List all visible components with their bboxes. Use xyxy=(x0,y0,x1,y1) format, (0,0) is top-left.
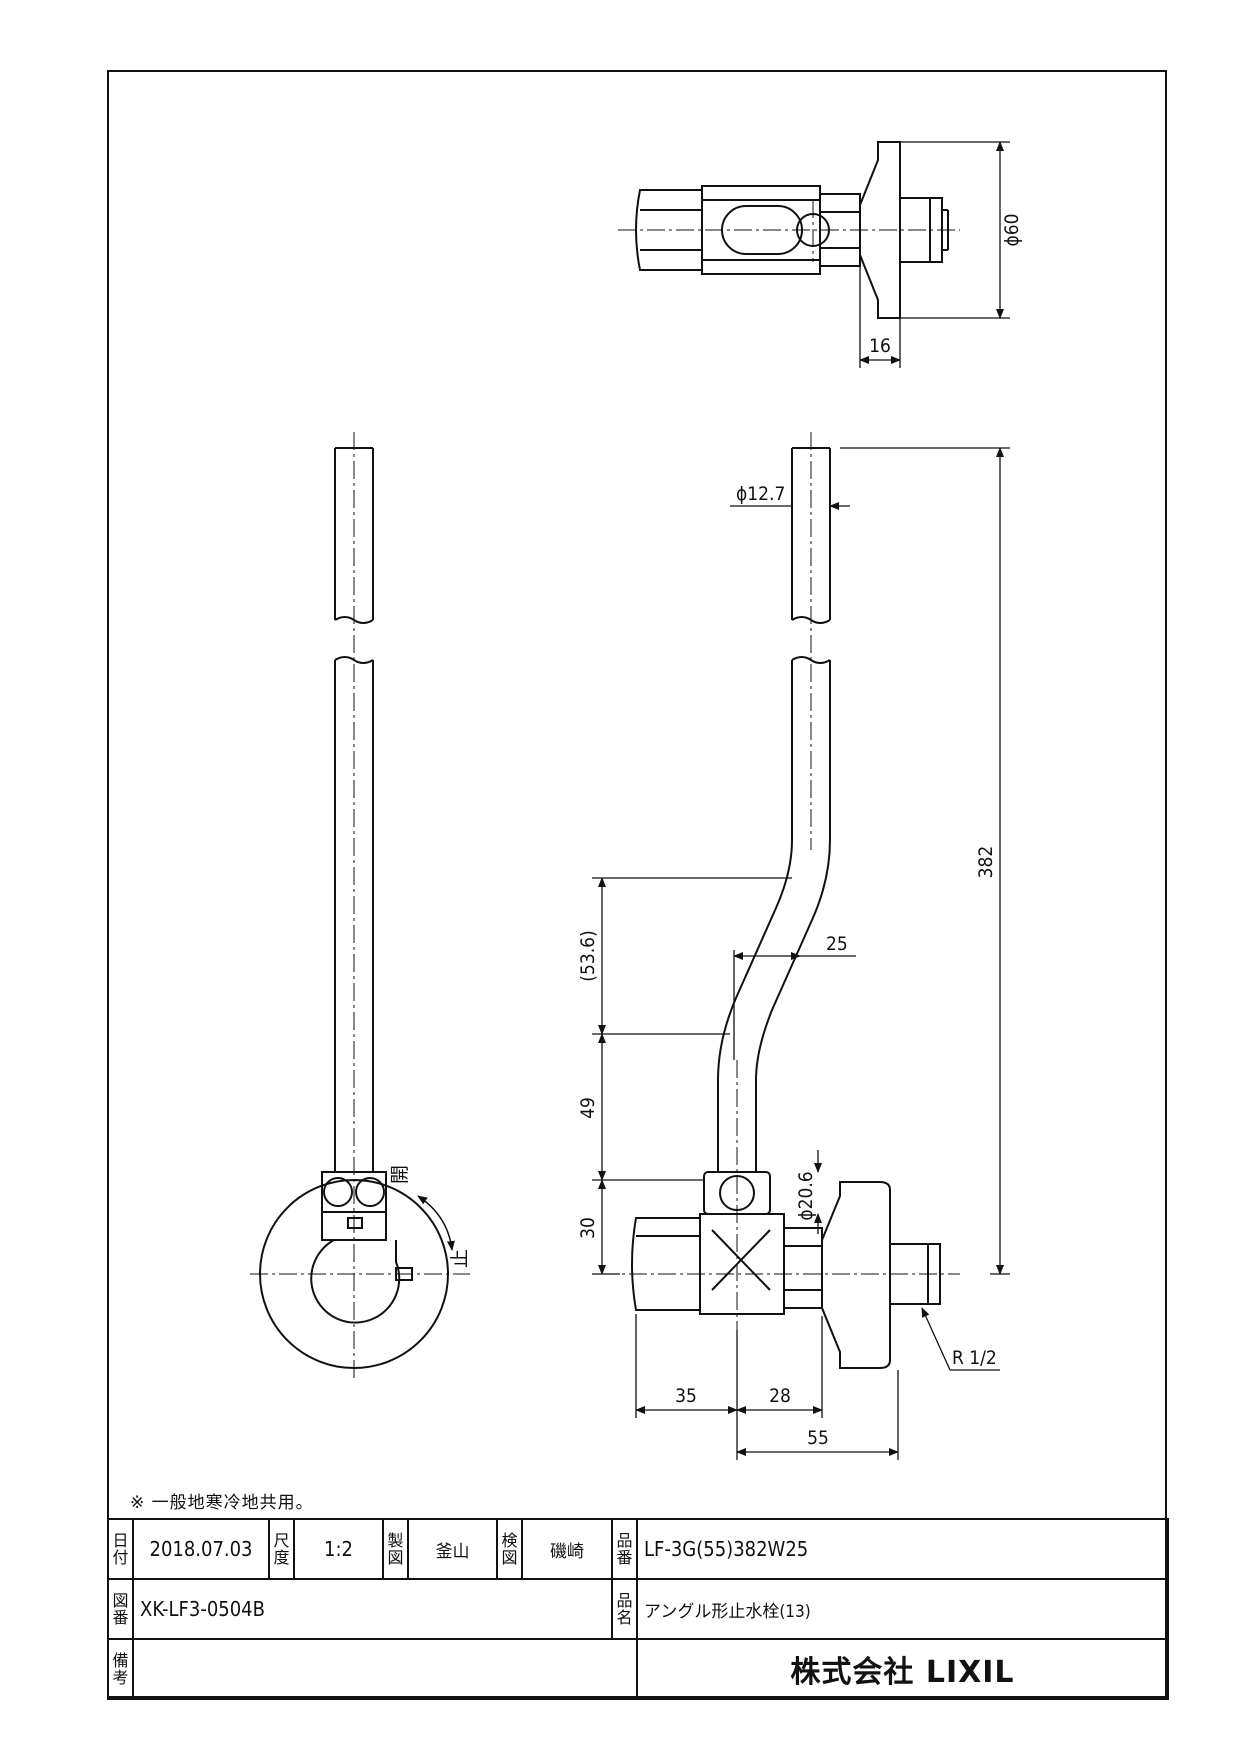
thread-spec-dim: R 1/2 xyxy=(952,1347,997,1369)
outlet-length-dim: 28 xyxy=(769,1385,791,1407)
open-label: 開 xyxy=(389,1165,411,1184)
title-block: 日付 2018.07.03 尺度 1:2 製図 釜山 検図 磯崎 品番 LF-3… xyxy=(107,1518,1169,1700)
pipe-diameter-dim: ϕ12.7 xyxy=(736,483,785,505)
drawn-label: 製図 xyxy=(382,1518,409,1580)
checked-label: 検図 xyxy=(496,1518,523,1580)
pipe-offset-dim: 25 xyxy=(826,933,848,955)
side-view-centerlines xyxy=(250,432,470,1380)
product-name: アングル形止水栓(13) xyxy=(636,1578,1169,1640)
close-label: 止 xyxy=(449,1249,471,1268)
upper-rise-dim: (53.6) xyxy=(577,930,599,981)
top-view-centerlines xyxy=(618,200,960,262)
drawing-no-label: 図番 xyxy=(107,1578,134,1640)
flange-diameter-dim: ϕ60 xyxy=(1001,213,1023,246)
flange-offset-dim: 16 xyxy=(869,335,891,357)
checked-by: 磯崎 xyxy=(521,1518,613,1580)
remarks-label: 備考 xyxy=(107,1638,134,1700)
product-no-label: 品番 xyxy=(611,1518,638,1580)
general-note: ※ 一般地寒冷地共用。 xyxy=(130,1493,314,1513)
front-view-centerlines xyxy=(600,432,960,1330)
product-name-label: 品名 xyxy=(611,1578,638,1640)
overall-length-dim: 55 xyxy=(807,1427,829,1449)
drawn-by: 釜山 xyxy=(407,1518,498,1580)
remarks xyxy=(132,1638,638,1700)
nut-diameter-dim: ϕ20.6 xyxy=(795,1171,817,1220)
lower-rise-dim: 49 xyxy=(577,1097,599,1119)
drawing-no: XK-LF3-0504B xyxy=(132,1578,613,1640)
date-label: 日付 xyxy=(107,1518,134,1580)
date-value: 2018.07.03 xyxy=(132,1518,270,1580)
front-view-dimensions xyxy=(592,447,1010,1460)
company-name: 株式会社 LIXIL xyxy=(636,1638,1169,1700)
total-height-dim: 382 xyxy=(975,846,997,879)
scale-label: 尺度 xyxy=(268,1518,295,1580)
product-no: LF-3G(55)382W25 xyxy=(636,1518,1169,1580)
rotation-arrow xyxy=(417,1195,455,1251)
body-width-dim: 35 xyxy=(675,1385,697,1407)
side-view xyxy=(259,447,449,1369)
front-view xyxy=(631,447,941,1369)
valve-height-dim: 30 xyxy=(577,1217,599,1239)
top-view-dimensions xyxy=(859,141,1010,368)
scale-value: 1:2 xyxy=(293,1518,384,1580)
